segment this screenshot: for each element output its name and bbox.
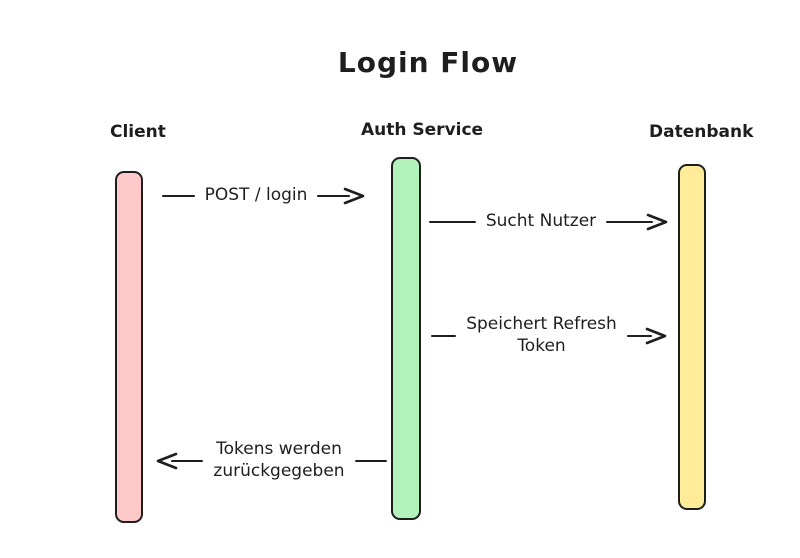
arrow-line <box>429 220 476 224</box>
arrow-line <box>626 334 653 338</box>
arrow-line <box>431 334 457 338</box>
arrowhead-right-icon <box>646 213 668 231</box>
message-arrow-tokens-zurueckgegeben: Tokens werden zurückgegeben <box>155 437 387 485</box>
actor-label-auth-service: Auth Service <box>361 120 484 140</box>
message-label: Tokens werden zurückgegeben <box>203 439 354 483</box>
message-label: Speichert Refresh Token <box>456 314 627 358</box>
message-label-line: Speichert Refresh <box>466 314 617 335</box>
arrowhead-left-icon <box>156 452 178 470</box>
arrow-line <box>354 459 387 463</box>
lifeline-bar-datenbank <box>678 164 706 510</box>
arrow-line <box>162 194 195 198</box>
message-label: POST / login <box>204 185 308 206</box>
message-arrow-post-login: POST / login <box>162 182 366 210</box>
lifeline-bar-client <box>115 171 143 523</box>
message-label: Sucht Nutzer <box>485 211 597 232</box>
diagram-title: Login Flow <box>337 46 519 79</box>
arrow-line <box>317 194 351 198</box>
message-label-line: Tokens werden <box>216 439 342 460</box>
arrowhead-right-icon <box>645 327 667 345</box>
message-label-line: Token <box>517 336 566 356</box>
message-arrow-sucht-nutzer: Sucht Nutzer <box>429 208 669 236</box>
arrow-line <box>606 220 654 224</box>
lifeline-bar-auth-service <box>391 157 421 520</box>
actor-label-client: Client <box>110 122 166 142</box>
arrow-line <box>171 459 204 463</box>
arrowhead-right-icon <box>343 187 365 205</box>
message-label-line: zurückgegeben <box>213 461 345 481</box>
actor-label-datenbank: Datenbank <box>649 122 754 142</box>
message-arrow-speichert-refresh-token: Speichert Refresh Token <box>431 312 668 360</box>
